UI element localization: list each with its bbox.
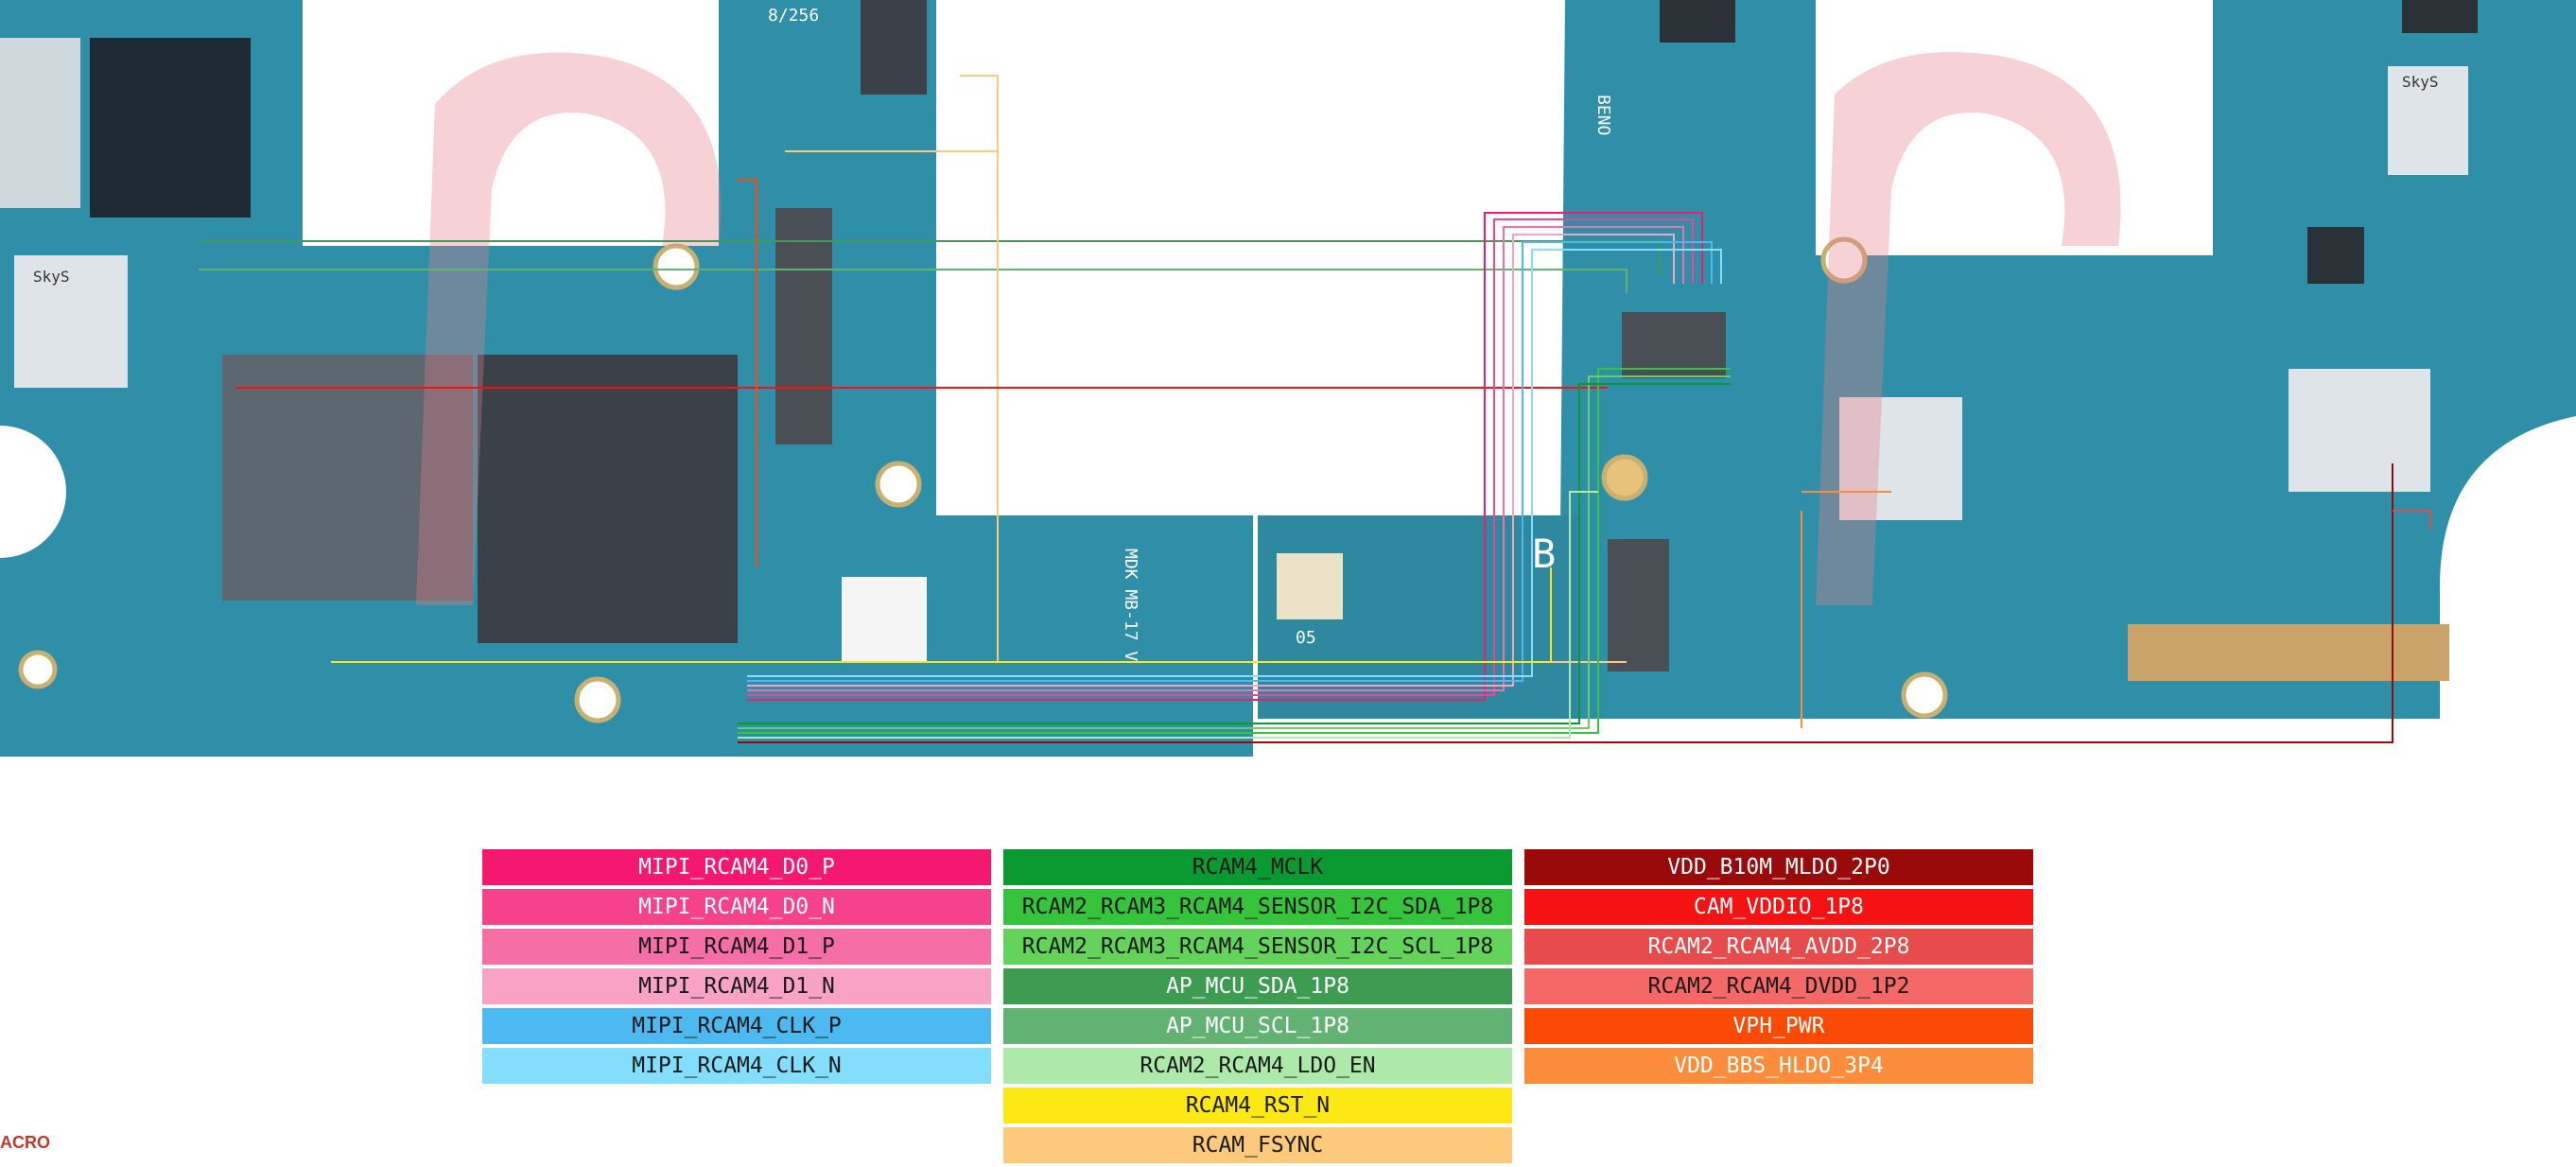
board-label-05: 05 (1296, 628, 1316, 648)
legend-item: RCAM4_MCLK (1003, 849, 1512, 885)
legend-item: VDD_B10M_MLDO_2P0 (1524, 849, 2033, 885)
legend-column-power: VDD_B10M_MLDO_2P0 CAM_VDDIO_1P8 RCAM2_RC… (1524, 849, 2033, 1088)
legend-item: MIPI_RCAM4_D1_N (482, 968, 991, 1004)
legend-item: AP_MCU_SDA_1P8 (1003, 968, 1512, 1004)
legend-item: RCAM2_RCAM4_LDO_EN (1003, 1048, 1512, 1084)
legend-item: VDD_BBS_HLDO_3P4 (1524, 1048, 2033, 1084)
legend-item: CAM_VDDIO_1P8 (1524, 889, 2033, 925)
board-text: SkyS SkyS BENO MDK MB-17 V 8/256 05 B (33, 6, 2439, 661)
pcb-board-image: SkyS SkyS BENO MDK MB-17 V 8/256 05 B (0, 0, 2576, 757)
legend-item: RCAM2_RCAM3_RCAM4_SENSOR_I2C_SDA_1P8 (1003, 889, 1512, 925)
legend-item: MIPI_RCAM4_D0_P (482, 849, 991, 885)
legend-column-mipi: MIPI_RCAM4_D0_P MIPI_RCAM4_D0_N MIPI_RCA… (482, 849, 991, 1088)
legend-item: MIPI_RCAM4_D1_P (482, 929, 991, 965)
legend-item: MIPI_RCAM4_CLK_P (482, 1008, 991, 1044)
legend-item: RCAM2_RCAM3_RCAM4_SENSOR_I2C_SCL_1P8 (1003, 929, 1512, 965)
legend-item: MIPI_RCAM4_CLK_N (482, 1048, 991, 1084)
chip-label-skys-right: SkyS (2402, 73, 2439, 91)
pcb-shapes (0, 0, 2576, 757)
board-label-8256: 8/256 (768, 6, 819, 26)
board-label-mdk: MDK MB-17 V (1121, 549, 1140, 661)
legend-item: RCAM2_RCAM4_AVDD_2P8 (1524, 929, 2033, 965)
legend-column-control: RCAM4_MCLK RCAM2_RCAM3_RCAM4_SENSOR_I2C_… (1003, 849, 1512, 1167)
legend-item: RCAM4_RST_N (1003, 1088, 1512, 1123)
legend-item: RCAM2_RCAM4_DVDD_1P2 (1524, 968, 2033, 1004)
corner-text: ACRO (0, 1133, 50, 1152)
board-label-b: B (1532, 531, 1556, 577)
legend-item: VPH_PWR (1524, 1008, 2033, 1044)
legend-item: MIPI_RCAM4_D0_N (482, 889, 991, 925)
chip-label-skys-left: SkyS (33, 268, 70, 286)
signal-traces (199, 75, 2431, 743)
watermark-logo (416, 52, 2121, 606)
board-label-beno: BENO (1593, 95, 1613, 135)
legend-item: RCAM_FSYNC (1003, 1127, 1512, 1163)
legend-item: AP_MCU_SCL_1P8 (1003, 1008, 1512, 1044)
